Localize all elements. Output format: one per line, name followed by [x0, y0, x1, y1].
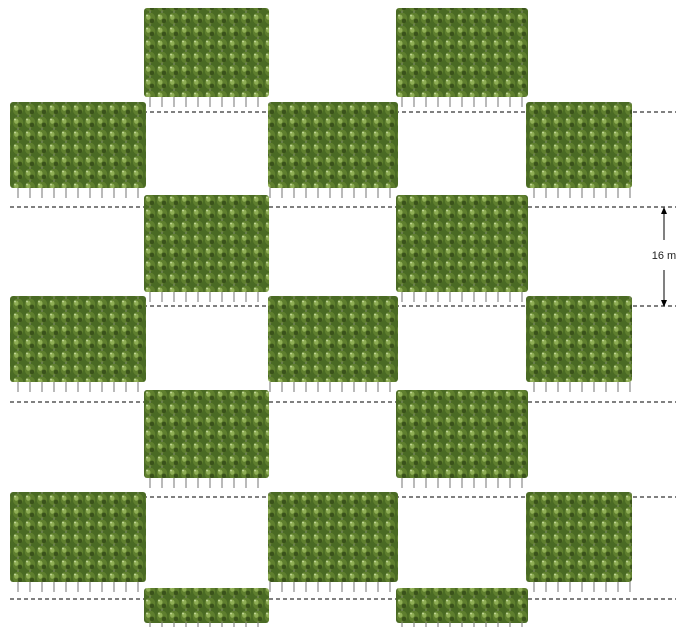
- forest-block-row-0-col-1: [144, 8, 269, 107]
- forest-block-row-1-col-0: [10, 102, 146, 198]
- tree-trunks: [396, 478, 528, 488]
- tree-trunks: [268, 188, 398, 198]
- forest-block-row-2-col-3: [396, 195, 528, 302]
- tree-trunks: [526, 188, 632, 198]
- tree-trunks: [396, 292, 528, 302]
- forest-block-row-6-col-1: [144, 588, 269, 627]
- tree-canopy: [396, 8, 528, 97]
- forest-block-row-3-col-2: [268, 296, 398, 392]
- spacing-dimension: 16 m: [652, 207, 676, 307]
- tree-trunks: [396, 623, 528, 627]
- tree-canopy: [526, 102, 632, 188]
- tree-trunks: [268, 582, 398, 592]
- forest-block-row-3-col-4: [526, 296, 632, 392]
- tree-trunks: [526, 582, 632, 592]
- tree-canopy: [396, 390, 528, 478]
- tree-canopy: [10, 492, 146, 582]
- tree-trunks: [526, 382, 632, 392]
- tree-canopy: [10, 102, 146, 188]
- tree-trunks: [10, 188, 146, 198]
- tree-canopy: [396, 588, 528, 623]
- tree-trunks: [10, 382, 146, 392]
- tree-trunks: [10, 582, 146, 592]
- forest-block-row-0-col-3: [396, 8, 528, 107]
- tree-canopy: [10, 296, 146, 382]
- forest-block-row-5-col-4: [526, 492, 632, 592]
- spacing-label: 16 m: [652, 250, 676, 262]
- tree-canopy: [268, 296, 398, 382]
- tree-trunks: [144, 292, 269, 302]
- forest-block-row-5-col-2: [268, 492, 398, 592]
- forest-block-row-2-col-1: [144, 195, 269, 302]
- tree-canopy: [396, 195, 528, 292]
- tree-canopy: [144, 588, 269, 623]
- tree-trunks: [396, 97, 528, 107]
- tree-trunks: [144, 478, 269, 488]
- arrowhead-up-icon: [661, 207, 667, 214]
- forest-block-row-4-col-1: [144, 390, 269, 488]
- tree-canopy: [526, 492, 632, 582]
- forest-block-row-4-col-3: [396, 390, 528, 488]
- forest-blocks: [10, 8, 632, 627]
- forest-block-row-3-col-0: [10, 296, 146, 392]
- tree-trunks: [144, 623, 269, 627]
- forest-block-row-1-col-4: [526, 102, 632, 198]
- tree-canopy: [268, 492, 398, 582]
- tree-trunks: [268, 382, 398, 392]
- forest-block-row-1-col-2: [268, 102, 398, 198]
- tree-canopy: [144, 8, 269, 97]
- tree-trunks: [144, 97, 269, 107]
- tree-canopy: [144, 390, 269, 478]
- forest-block-row-5-col-0: [10, 492, 146, 592]
- tree-canopy: [144, 195, 269, 292]
- tree-canopy: [268, 102, 398, 188]
- forest-block-row-6-col-3: [396, 588, 528, 627]
- tree-canopy: [526, 296, 632, 382]
